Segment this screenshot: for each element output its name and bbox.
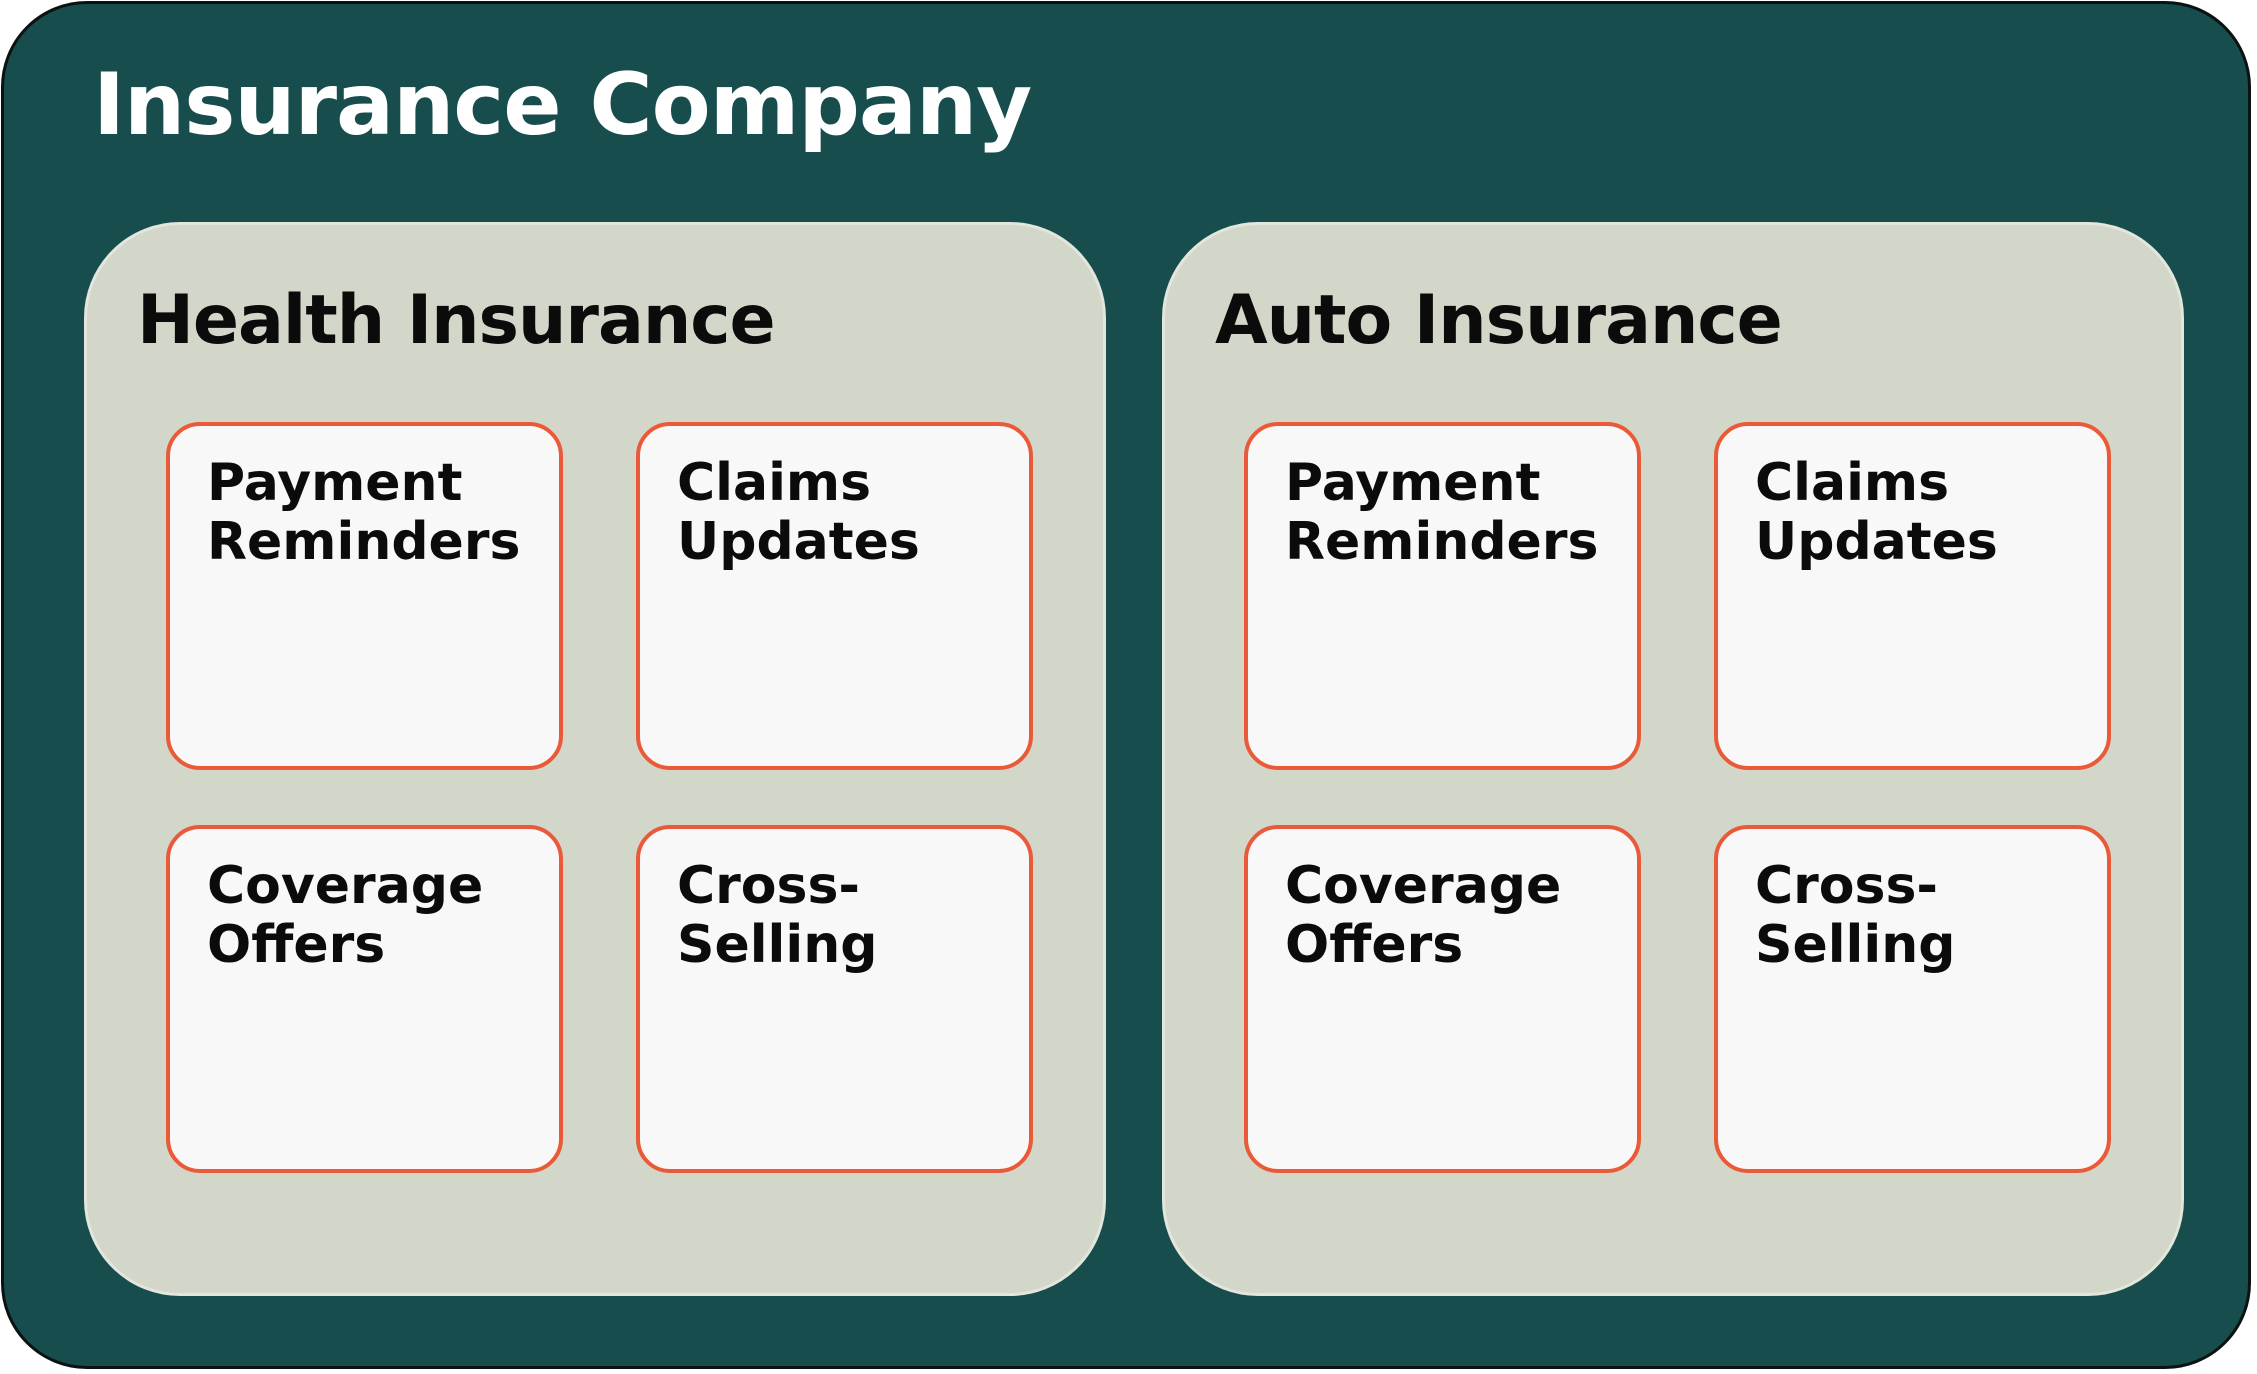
health-coverage-offers-card: Coverage Offers [166, 825, 563, 1173]
card-label: Coverage Offers [207, 856, 484, 975]
auto-cross-selling-card: Cross- Selling [1714, 825, 2111, 1173]
card-label: Cross- Selling [677, 856, 878, 975]
health-payment-reminders-card: Payment Reminders [166, 422, 563, 770]
company-title: Insurance Company [93, 55, 1032, 155]
auto-insurance-title: Auto Insurance [1215, 281, 1783, 360]
card-label: Coverage Offers [1285, 856, 1562, 975]
card-label: Payment Reminders [207, 453, 521, 572]
auto-claims-updates-card: Claims Updates [1714, 422, 2111, 770]
card-label: Cross- Selling [1755, 856, 1956, 975]
health-insurance-group: Health Insurance Payment Reminders Claim… [84, 222, 1106, 1296]
auto-insurance-group: Auto Insurance Payment Reminders Claims … [1162, 222, 2184, 1296]
auto-payment-reminders-card: Payment Reminders [1244, 422, 1641, 770]
health-insurance-title: Health Insurance [137, 281, 776, 360]
card-label: Payment Reminders [1285, 453, 1599, 572]
health-claims-updates-card: Claims Updates [636, 422, 1033, 770]
auto-coverage-offers-card: Coverage Offers [1244, 825, 1641, 1173]
health-cross-selling-card: Cross- Selling [636, 825, 1033, 1173]
card-label: Claims Updates [677, 453, 920, 572]
card-label: Claims Updates [1755, 453, 1998, 572]
